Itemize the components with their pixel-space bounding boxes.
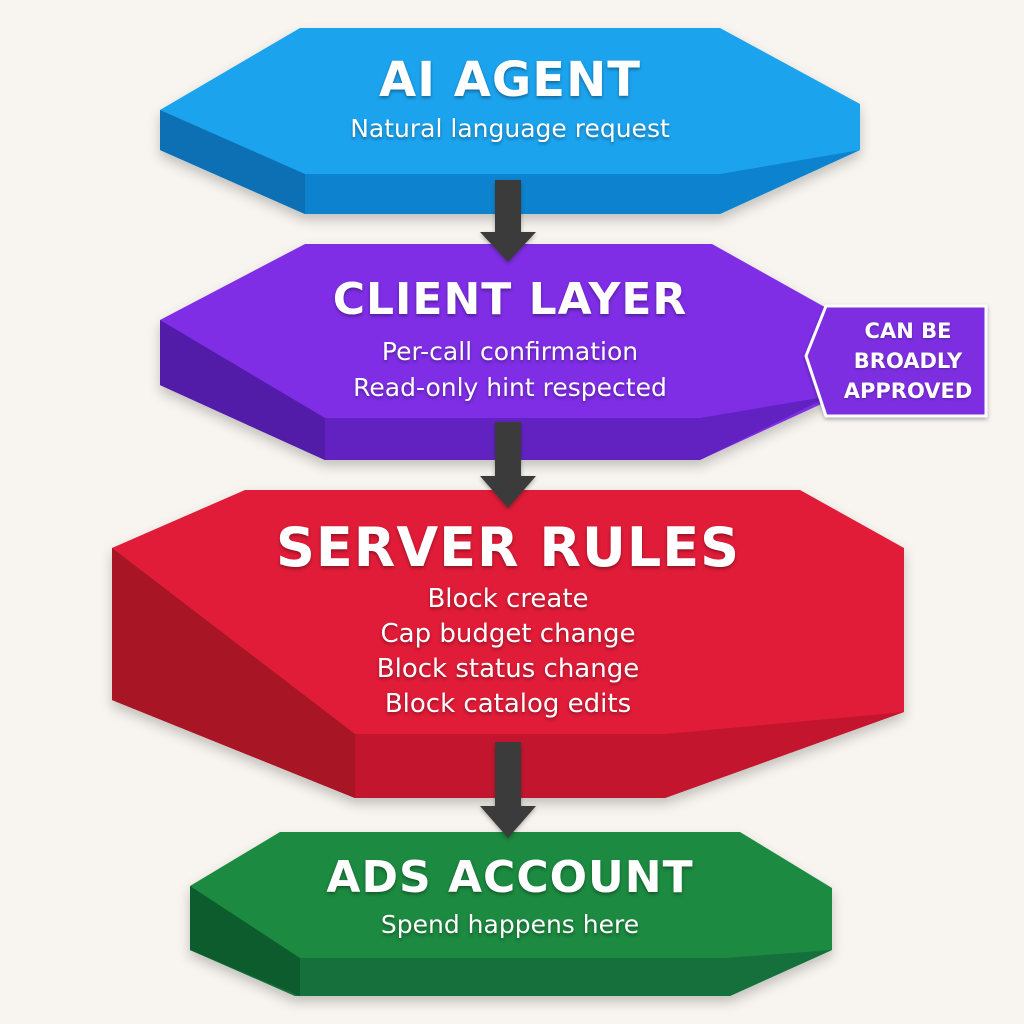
server-layer-title: SERVER RULES — [275, 516, 741, 579]
server-rule-line: Cap budget change — [380, 619, 636, 649]
callout-line: BROADLY — [853, 349, 963, 373]
callout-shape — [804, 304, 988, 418]
client-layer-side-left — [160, 320, 325, 460]
ads-layer-block — [190, 832, 832, 996]
server-rule-line: Block status change — [376, 654, 640, 684]
client-layer-title: CLIENT LAYER — [332, 274, 688, 325]
agent-layer-title: AI AGENT — [379, 52, 641, 108]
server-layer-side-left — [112, 548, 355, 798]
ads-layer-side-left — [190, 886, 300, 996]
callout-tag — [804, 304, 988, 418]
agent-layer-description: Natural language request — [350, 114, 670, 143]
server-layer-rules: Block create Cap budget change Block sta… — [112, 582, 904, 722]
ads-layer-description: Spend happens here — [380, 910, 640, 939]
client-layer-line: Per-call confirmation — [381, 337, 639, 366]
client-layer-description: Per-call confirmation Read-only hint res… — [160, 334, 860, 406]
arrow-agent-to-client — [480, 180, 536, 262]
callout-text: CAN BE BROADLY APPROVED — [828, 316, 988, 406]
arrow-client-to-server — [480, 422, 536, 508]
ads-layer-title: ADS ACCOUNT — [326, 852, 694, 903]
callout-line: APPROVED — [843, 379, 973, 403]
callout-line: CAN BE — [864, 319, 952, 343]
client-layer-face — [160, 244, 830, 460]
arrow-server-to-ads — [480, 742, 536, 838]
server-rule-line: Block create — [427, 584, 589, 614]
agent-layer-face — [160, 28, 860, 214]
ads-layer-face — [190, 832, 832, 996]
agent-layer-side-left — [160, 110, 305, 214]
ads-layer-side — [190, 950, 832, 996]
server-rule-line: Block catalog edits — [384, 689, 632, 719]
client-layer-line: Read-only hint respected — [353, 373, 667, 402]
